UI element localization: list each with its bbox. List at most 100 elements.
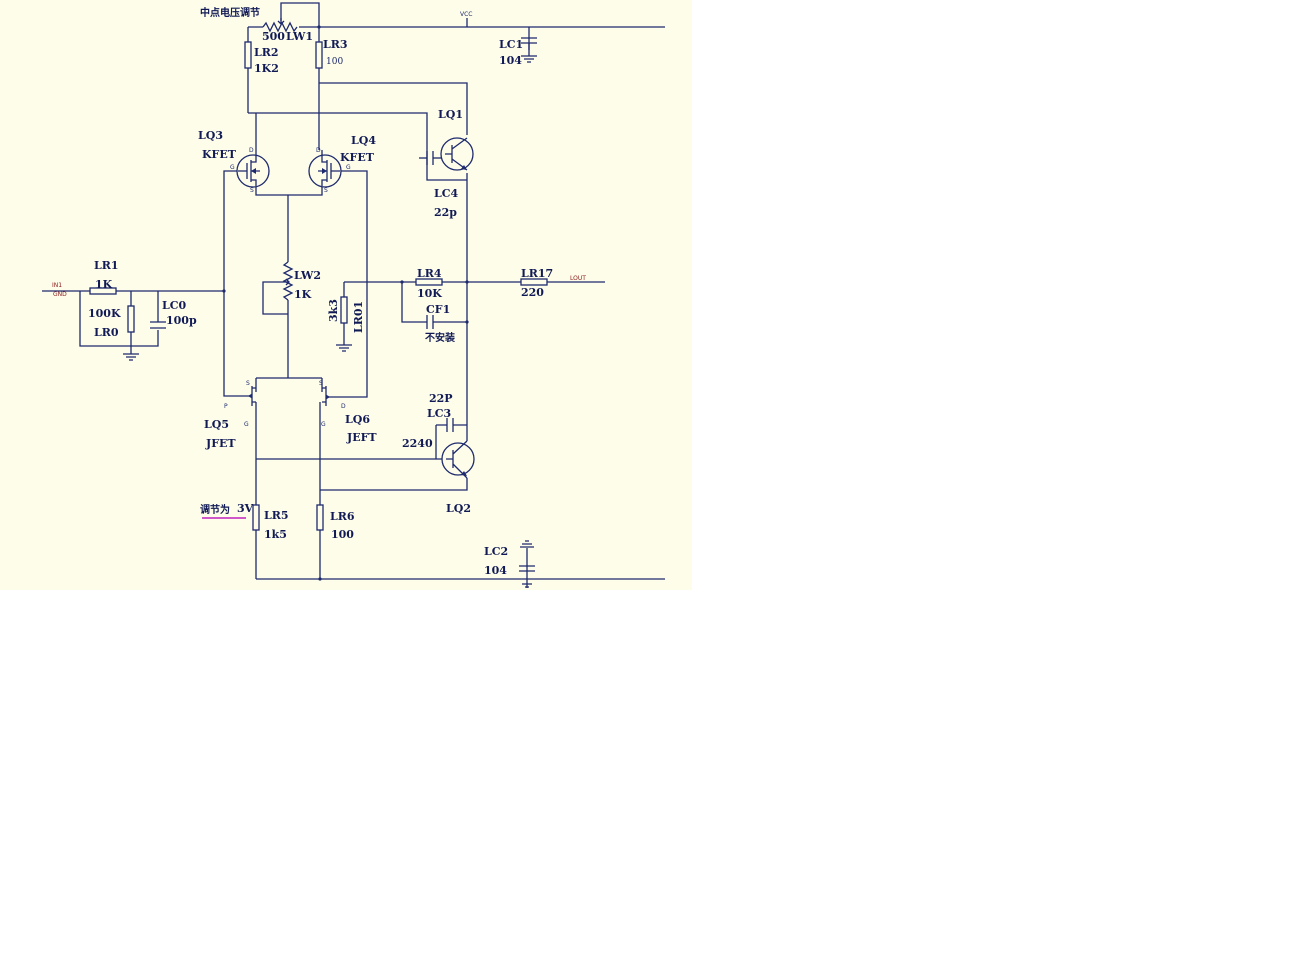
lq5-value: JFET (205, 437, 236, 450)
adjust-to-note: 调节为 (200, 503, 230, 516)
lq4-kfet (308, 150, 342, 188)
lr2-value: 1K2 (254, 62, 279, 75)
lq1-collector-wire (319, 82, 468, 135)
lr6-ref: LR6 (330, 510, 355, 523)
lw2-wiper (262, 281, 288, 315)
lr1-resistor (89, 287, 117, 295)
lq2-transistor (441, 440, 475, 479)
lq5-jfet (247, 386, 256, 406)
gnd-net-label: GND (53, 291, 67, 298)
lr17-value: 220 (521, 286, 544, 299)
lq5-pin-p: P (224, 403, 228, 410)
lq3-pin-d: D (249, 147, 254, 154)
lq3-kfet (236, 150, 270, 188)
left-gate-wire (223, 170, 247, 397)
lr1-value: 1K (95, 278, 113, 291)
lc2-capacitor (519, 540, 535, 588)
lq6-jfet (322, 386, 330, 406)
cf1-wire (401, 282, 467, 323)
lr01-resistor (340, 296, 348, 324)
lq3-drain-bus (248, 112, 467, 181)
lr5-value: 1k5 (264, 528, 287, 541)
right-gate-wire (330, 170, 368, 398)
lc4-ref: LC4 (434, 187, 458, 200)
lr01-value: 3k3 (327, 299, 340, 322)
lr4-value: 10K (417, 287, 442, 300)
lq5-pin-s: S (246, 380, 250, 387)
lr3-resistor (315, 41, 323, 69)
lr0-value: 100K (88, 307, 121, 320)
lq6-value: JEFT (346, 431, 377, 444)
lc3-value: 22P (429, 392, 453, 405)
lw1-potentiometer (262, 18, 298, 33)
lq2-emitter-wire (320, 478, 468, 491)
lr3-value: 100 (326, 57, 343, 67)
lw2-potentiometer (282, 261, 294, 301)
not-installed-note: 不安装 (425, 331, 455, 344)
lc0-capacitor (150, 321, 166, 329)
cf1-capacitor (426, 315, 434, 329)
lq4-ref: LQ4 (351, 134, 376, 147)
lq5-pin-g: G (244, 421, 249, 428)
midpoint-adjust-note: 中点电压调节 (200, 6, 260, 19)
wires (42, 2, 665, 588)
lq6-pin-s: S (319, 380, 323, 387)
lc1-capacitor (521, 37, 537, 63)
lc4-value: 22p (434, 206, 457, 219)
lq5-ref: LQ5 (204, 418, 229, 431)
lc1-value: 104 (499, 54, 522, 67)
lr0-loop (79, 291, 159, 347)
lq4-pin-g: G (346, 164, 351, 171)
lc0-ref: LC0 (162, 299, 186, 312)
lr6-resistor (316, 504, 324, 531)
lr4-resistor (415, 278, 443, 286)
lq4-pin-d: D (316, 147, 321, 154)
lw1-value: 500 (262, 30, 285, 43)
junctions (222, 25, 469, 581)
lc4-capacitor (426, 151, 434, 165)
lr2-resistor (244, 41, 252, 69)
lr01-ref: LR01 (352, 301, 365, 333)
lq3-value: KFET (202, 148, 237, 161)
lr17-ref: LR17 (521, 267, 553, 280)
lr3-ref: LR3 (323, 38, 348, 51)
lw2-value: 1K (294, 288, 312, 301)
lr01-ground-symbol (336, 344, 352, 352)
lr4-ref: LR4 (417, 267, 442, 280)
lr2-ref: LR2 (254, 46, 279, 59)
lq4-pin-s: S (324, 187, 328, 194)
lr0-resistor (127, 305, 135, 333)
adjust-value: 3V (237, 502, 254, 515)
lw2-ref: LW2 (294, 269, 321, 282)
input-ground-symbol (123, 353, 139, 361)
lq3-pin-g: G (230, 164, 235, 171)
lc0-value: 100p (166, 314, 197, 327)
lq1-ref: LQ1 (438, 108, 463, 121)
lq6-ref: LQ6 (345, 413, 370, 426)
lr5-resistor (252, 504, 260, 531)
lq3-ref: LQ3 (198, 129, 223, 142)
lout-net-label: LOUT (570, 275, 586, 282)
lr1-ref: LR1 (94, 259, 119, 272)
lw1-wiper-wire (248, 2, 320, 28)
vcc-net-label: VCC (460, 11, 472, 18)
kfet-source-bus (255, 186, 323, 196)
lq4-value: KFET (340, 151, 375, 164)
lc3-capacitor (446, 418, 454, 432)
circuit-schematic: 中点电压调节 VCC 500 LW1 LR2 1K2 LR3 100 LC1 1… (42, 2, 665, 588)
lr6-value: 100 (331, 528, 354, 541)
lc1-ref: LC1 (499, 38, 523, 51)
in1-net-label: IN1 (52, 282, 62, 289)
lq3-pin-s: S (250, 187, 254, 194)
lq2-value: 2240 (402, 437, 433, 450)
lq6-pin-d: D (341, 403, 346, 410)
lq6-pin-g: G (321, 421, 326, 428)
lr17-resistor (520, 278, 548, 286)
lw1-ref: LW1 (286, 30, 313, 43)
jfet-sources (255, 378, 323, 392)
lq1-transistor (440, 137, 474, 171)
schematic-panel (0, 0, 692, 590)
cf1-ref: CF1 (426, 303, 450, 316)
lc3-ref: LC3 (427, 407, 451, 420)
lc2-ref: LC2 (484, 545, 508, 558)
